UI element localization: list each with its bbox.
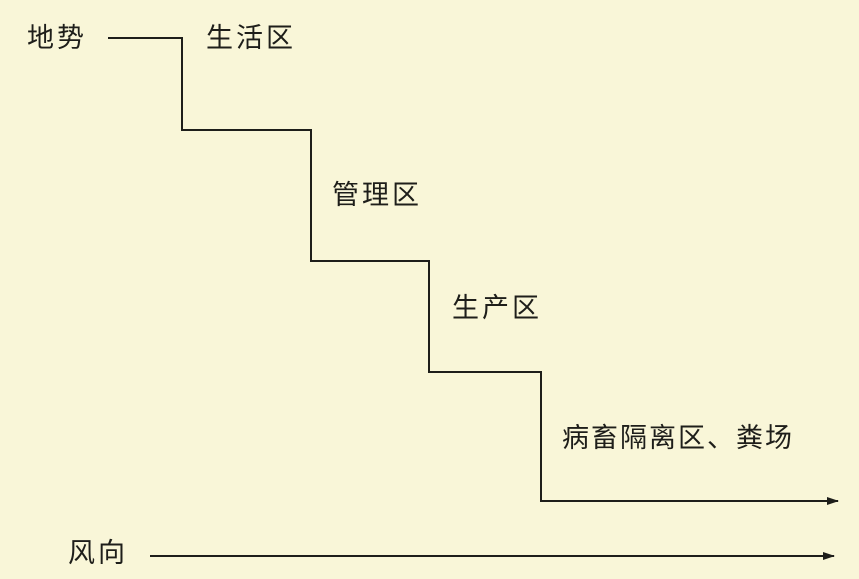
zone-isolation-manure-area: 病畜隔离区、粪场 bbox=[562, 423, 794, 454]
zone-production-area: 生产区 bbox=[452, 293, 542, 324]
terrain-staircase-line bbox=[108, 37, 839, 505]
zone-management-area: 管理区 bbox=[332, 180, 422, 211]
terrain-label: 地势 bbox=[27, 23, 87, 54]
zone-living-area: 生活区 bbox=[206, 23, 296, 54]
wind-direction-label: 风向 bbox=[68, 538, 128, 569]
